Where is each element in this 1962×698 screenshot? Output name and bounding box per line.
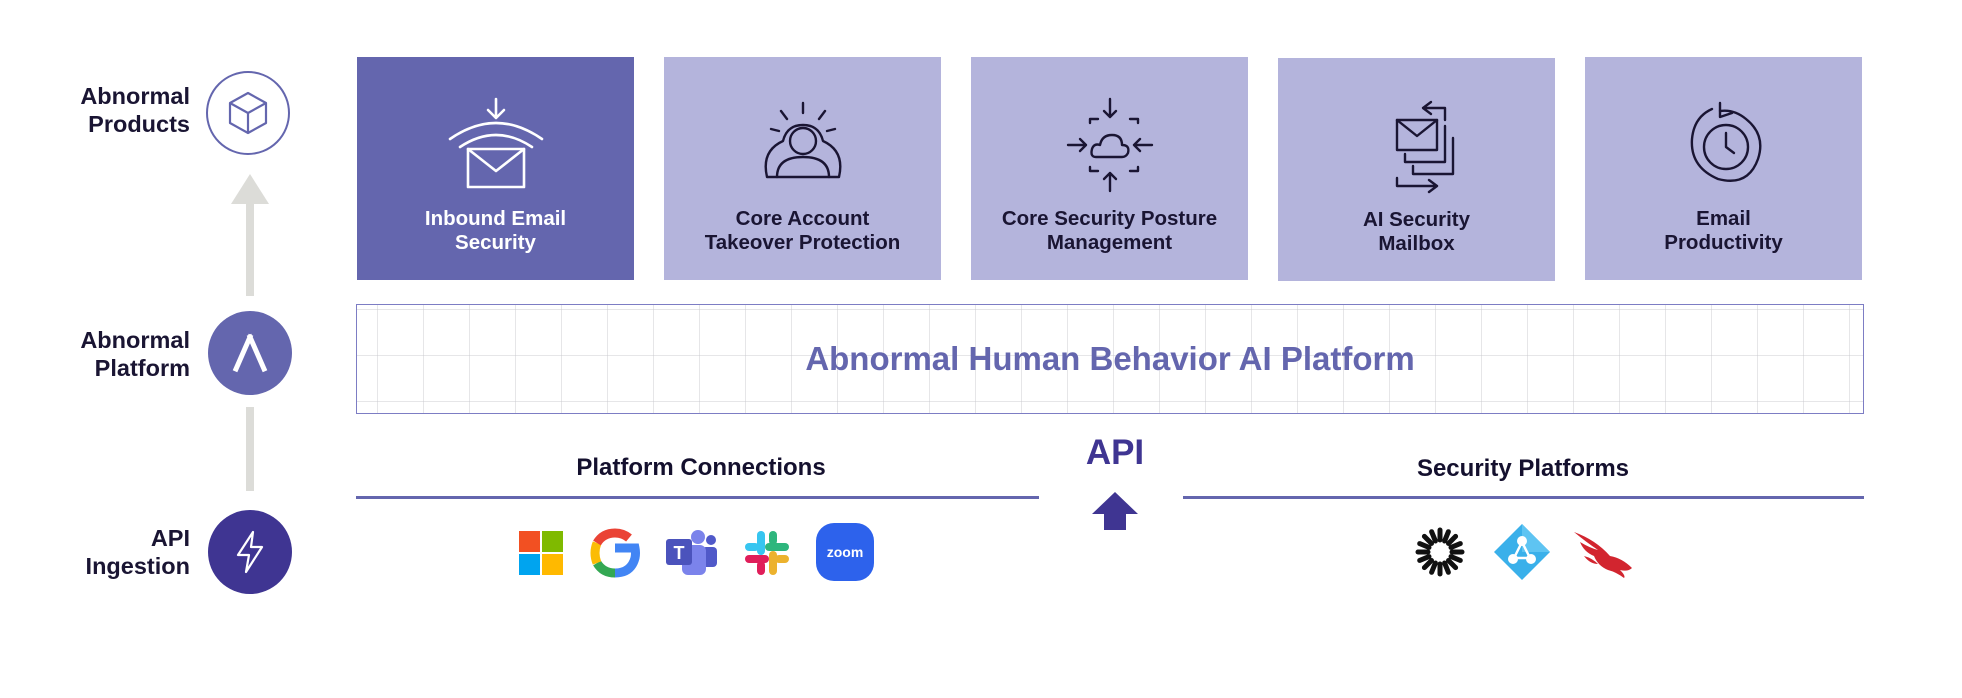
lightning-icon [236, 530, 264, 574]
api-up-arrow [1092, 492, 1138, 530]
ingestion-circle [208, 510, 292, 594]
product-card-inbound-email[interactable]: Inbound Email Security [357, 57, 634, 280]
platform-box: Abnormal Human Behavior AI Platform [356, 304, 1864, 414]
sunburst-logo [1412, 524, 1468, 580]
azure-ad-logo [1492, 522, 1552, 582]
crowdstrike-logo [1570, 528, 1636, 580]
security-platforms-line [1183, 496, 1864, 499]
arrow-shaft-lower [246, 407, 254, 491]
cube-icon [228, 91, 268, 135]
cloud-posture-icon [1050, 85, 1170, 205]
product-label: Core Security Posture Management [1001, 207, 1218, 254]
row-label-platform: Abnormal Platform [80, 327, 190, 381]
arrow-shaft-upper [246, 200, 254, 296]
inbound-email-icon [436, 85, 556, 205]
zoom-logo: zoom [815, 522, 875, 582]
platform-title: Abnormal Human Behavior AI Platform [805, 340, 1415, 377]
security-platforms-title: Security Platforms [1416, 455, 1630, 482]
teams-logo: T [663, 525, 719, 581]
product-card-email-productivity[interactable]: Email Productivity [1585, 57, 1862, 280]
product-label: Email Productivity [1664, 207, 1783, 254]
account-takeover-icon [743, 85, 863, 205]
platform-connections-title: Platform Connections [576, 454, 826, 481]
teams-letter: T [674, 543, 685, 563]
product-card-account-takeover[interactable]: Core Account Takeover Protection [664, 57, 941, 280]
product-card-ai-mailbox[interactable]: AI Security Mailbox [1278, 58, 1555, 281]
abnormal-logo-icon [232, 333, 268, 373]
api-label: API [1085, 433, 1145, 472]
product-label: Core Account Takeover Protection [704, 207, 901, 254]
slack-logo [739, 525, 795, 581]
zoom-text: zoom [827, 544, 864, 560]
product-label: AI Security Mailbox [1362, 208, 1471, 255]
mailbox-icon [1357, 86, 1477, 206]
google-logo [587, 525, 643, 581]
product-label: Inbound Email Security [424, 207, 567, 254]
row-label-ingestion: API Ingestion [85, 525, 190, 579]
row-label-products: Abnormal Products [80, 83, 190, 137]
up-arrow-head [231, 174, 269, 204]
microsoft-logo [513, 525, 569, 581]
clock-icon [1664, 85, 1784, 205]
products-circle [206, 71, 290, 155]
product-card-security-posture[interactable]: Core Security Posture Management [971, 57, 1248, 280]
platform-circle [208, 311, 292, 395]
platform-connections-line [356, 496, 1039, 499]
